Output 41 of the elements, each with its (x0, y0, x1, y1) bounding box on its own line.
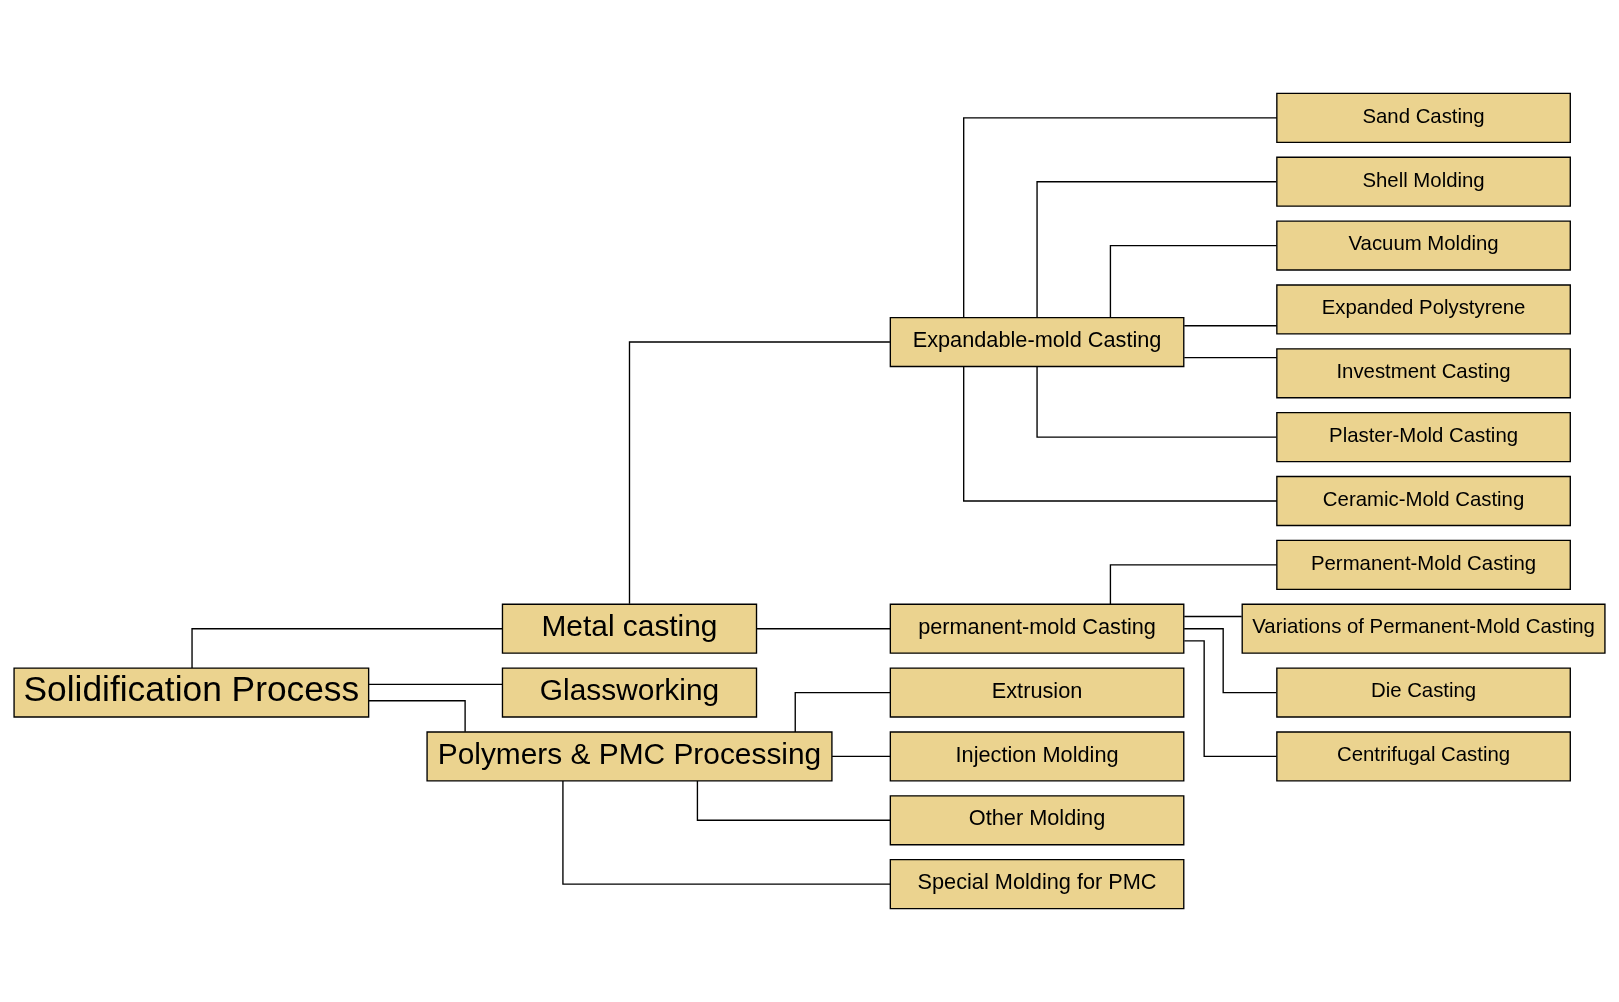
connector (368, 700, 466, 733)
node-box: Expandable-mold Casting (889, 316, 1185, 368)
node-box: Solidification Process (13, 667, 370, 718)
connector (1183, 615, 1243, 618)
node-box: Vacuum Molding (1276, 220, 1571, 271)
node-box: Polymers & PMC Processing (426, 731, 833, 782)
connector (794, 691, 891, 733)
node-box: Centrifugal Casting (1276, 731, 1571, 782)
connector (1036, 181, 1277, 319)
node-box: Investment Casting (1276, 348, 1571, 399)
connector (1109, 244, 1278, 318)
connector (1183, 357, 1278, 359)
node-box: Sand Casting (1276, 92, 1571, 143)
connector (696, 780, 891, 821)
connector (368, 683, 503, 686)
node-box: Variations of Permanent-Mold Casting (1241, 603, 1606, 654)
node-box: Shell Molding (1276, 156, 1571, 207)
connector (628, 341, 891, 605)
connector (1183, 628, 1278, 694)
node-box: Die Casting (1276, 667, 1571, 718)
connector (756, 628, 891, 630)
connector (191, 628, 504, 669)
connector (562, 780, 891, 885)
node-box: Metal casting (501, 603, 758, 654)
connector (1183, 640, 1278, 758)
node-box: Ceramic-Mold Casting (1276, 475, 1571, 527)
node-box: permanent-mold Casting (889, 603, 1185, 654)
node-box: Other Molding (889, 795, 1185, 846)
node-box: Injection Molding (889, 731, 1185, 782)
connector (831, 755, 891, 758)
connector (1036, 365, 1277, 438)
connector (963, 365, 1278, 502)
node-box: Special Molding for PMC (889, 859, 1185, 910)
node-box: Glassworking (501, 667, 758, 718)
connector (1183, 325, 1278, 327)
node-box: Plaster-Mold Casting (1276, 412, 1571, 463)
node-box: Extrusion (889, 667, 1185, 718)
node-box: Permanent-Mold Casting (1276, 539, 1571, 590)
connector (963, 117, 1278, 318)
node-box: Expanded Polystyrene (1276, 284, 1571, 335)
connector (1109, 564, 1278, 605)
